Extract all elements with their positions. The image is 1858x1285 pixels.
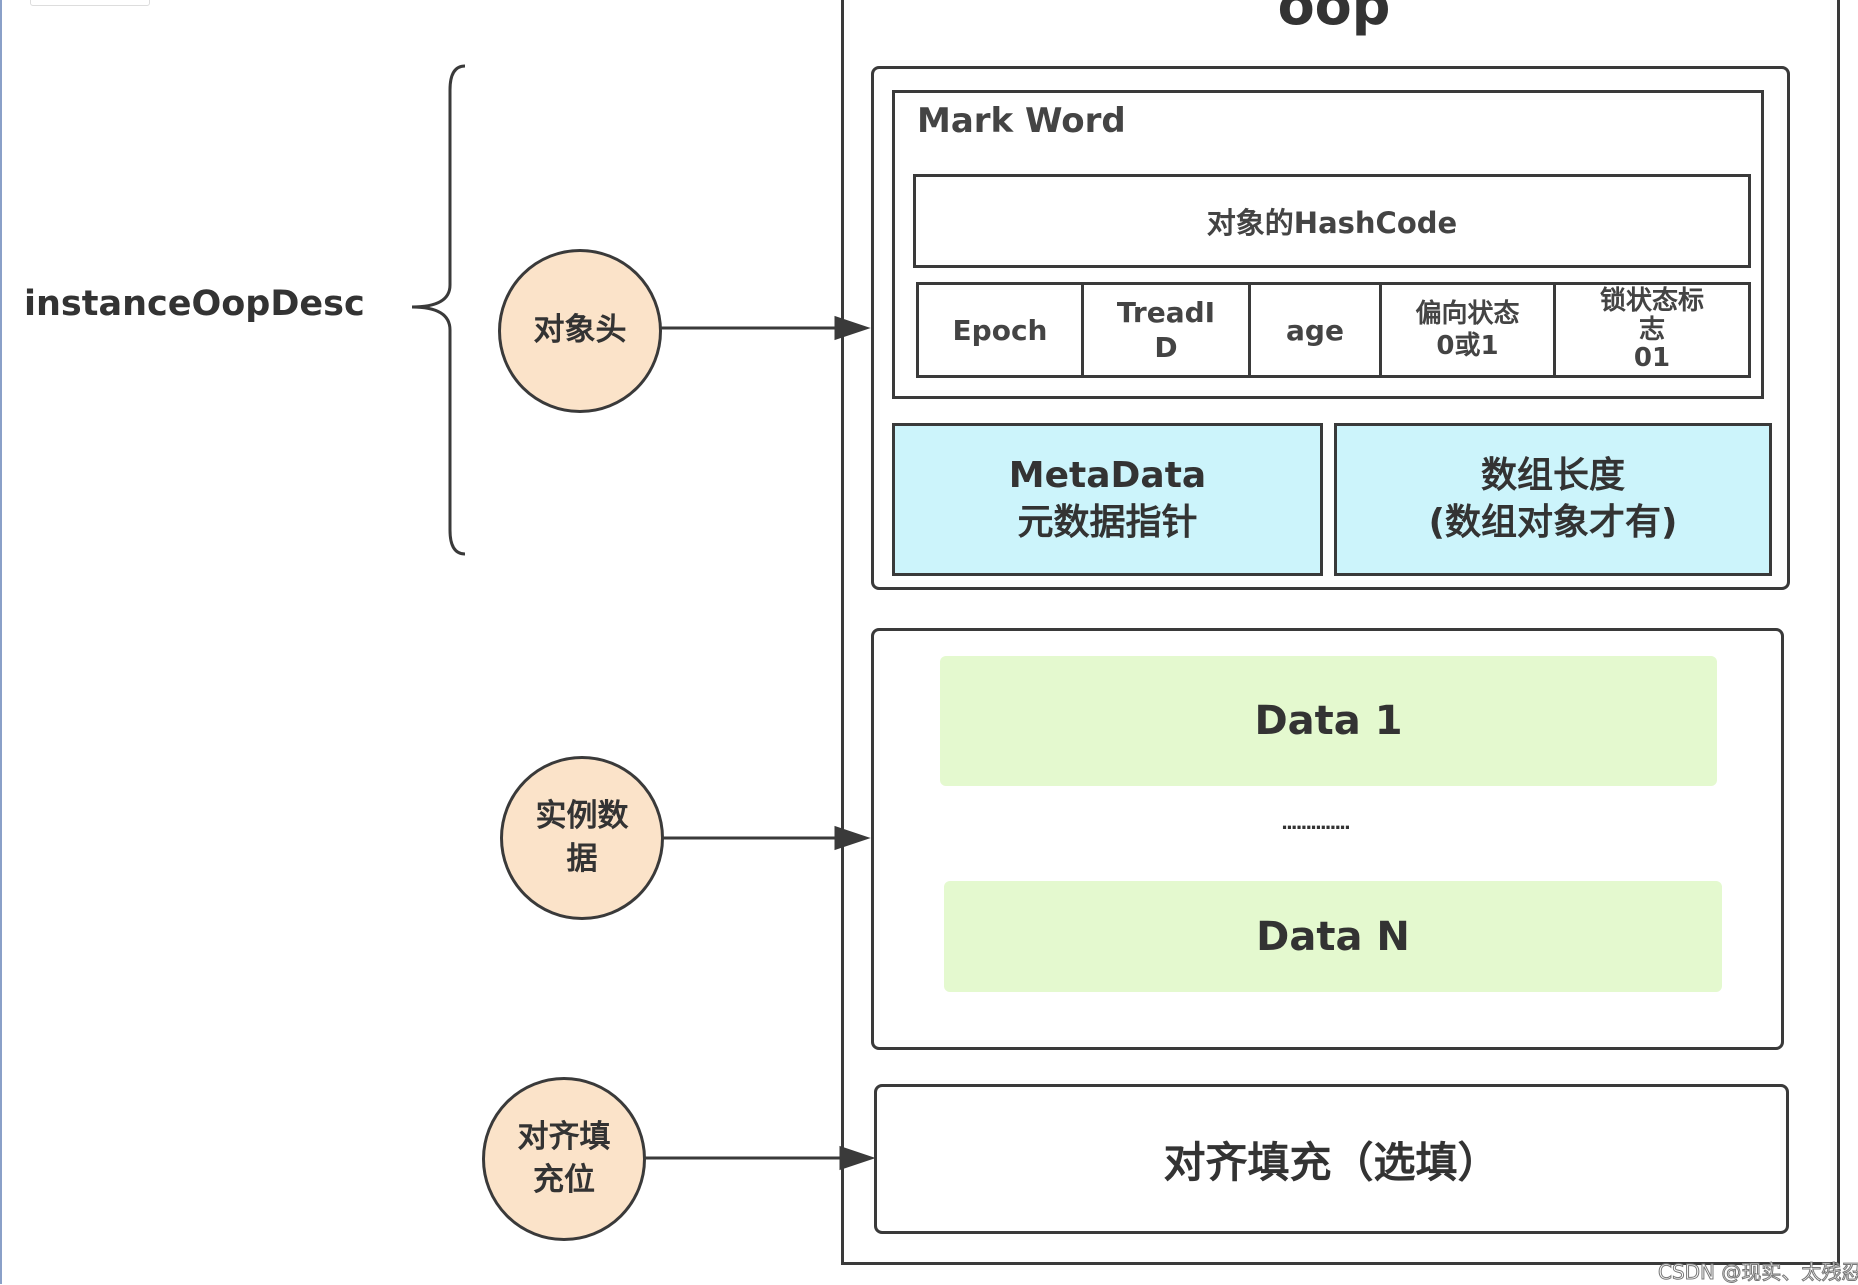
top-tab-stub bbox=[30, 0, 150, 6]
circle-instance-data: 实例数 据 bbox=[500, 756, 664, 920]
mark-word-label: Mark Word bbox=[917, 101, 1126, 141]
mark-word-box bbox=[892, 90, 1764, 399]
instance-data-box bbox=[871, 628, 1784, 1050]
curly-brace bbox=[411, 64, 466, 556]
left-edge-line bbox=[0, 0, 2, 1284]
watermark: CSDN @现实、太残忍 bbox=[1657, 1260, 1858, 1285]
field-lock-flag: 锁状态标 志 01 bbox=[1599, 286, 1704, 374]
circle-padding: 对齐填 充位 bbox=[482, 1077, 646, 1241]
object-header-box bbox=[871, 66, 1790, 590]
data-ellipsis: .............. bbox=[1281, 812, 1351, 834]
instance-oop-desc-label: instanceOopDesc bbox=[24, 284, 365, 324]
field-thread-id: TreadI D bbox=[1084, 285, 1251, 375]
data-n-box: Data N bbox=[944, 881, 1722, 992]
arrow-padding bbox=[644, 1145, 876, 1171]
oop-title: oop bbox=[1277, 0, 1391, 37]
circle-object-header: 对象头 bbox=[498, 249, 662, 413]
field-age: age bbox=[1251, 285, 1382, 375]
mark-word-fields-row: Epoch TreadI D age 偏向状态 0或1 锁状态标 志 01 bbox=[916, 282, 1751, 378]
field-epoch: Epoch bbox=[919, 285, 1084, 375]
metadata-pointer-box: MetaData 元数据指针 bbox=[892, 423, 1323, 576]
array-length-box: 数组长度 (数组对象才有) bbox=[1334, 423, 1772, 576]
arrow-header bbox=[660, 315, 871, 341]
data-1-box: Data 1 bbox=[940, 656, 1717, 786]
field-biased-state: 偏向状态 0或1 bbox=[1382, 285, 1556, 375]
arrow-instance bbox=[662, 825, 871, 851]
oop-container bbox=[841, 0, 1840, 1265]
padding-box: 对齐填充（选填） bbox=[874, 1084, 1789, 1234]
hashcode-box: 对象的HashCode bbox=[913, 174, 1751, 268]
